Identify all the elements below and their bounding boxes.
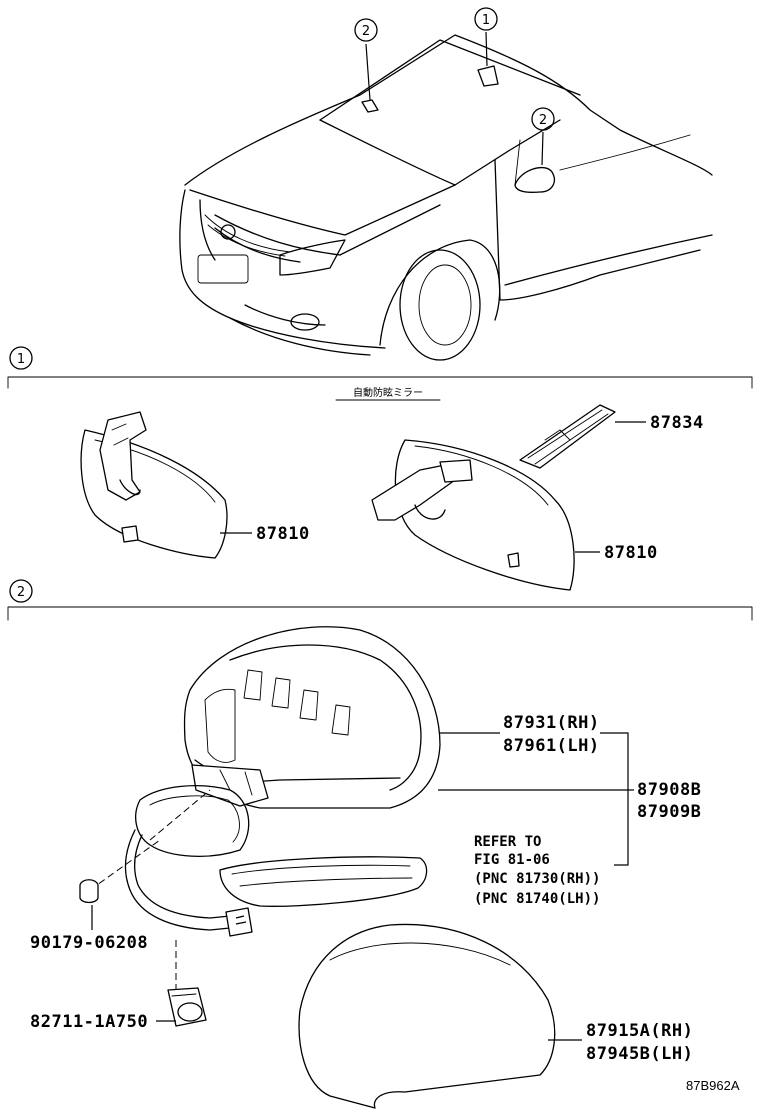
car-illustration xyxy=(179,31,713,361)
part-87931: 87931(RH) xyxy=(503,713,600,733)
part-90179: 90179-06208 xyxy=(30,933,148,953)
refer-line-3: (PNC 81730(RH)) xyxy=(474,871,600,887)
refer-line-4: (PNC 81740(LH)) xyxy=(474,891,600,907)
section-callout: 2 xyxy=(17,585,25,600)
car-callout-1: 1 xyxy=(474,7,498,31)
callout-text: 2 xyxy=(362,24,370,39)
part-87961: 87961(LH) xyxy=(503,736,600,756)
part-87810-right: 87810 xyxy=(604,543,658,563)
refer-line-2: FIG 81-06 xyxy=(474,852,550,868)
section-callout: 1 xyxy=(17,352,25,367)
part-87834: 87834 xyxy=(650,413,704,433)
callout-text: 2 xyxy=(539,113,547,128)
auto-dimming-mirror-note: 自動防眩ミラー xyxy=(353,386,423,399)
part-87945: 87945B(LH) xyxy=(586,1044,693,1064)
outer-mirror-assembly xyxy=(79,626,634,1109)
figure-code: 87B962A xyxy=(686,1078,740,1093)
part-82711: 82711-1A750 xyxy=(30,1012,148,1032)
section-2-header: 2 xyxy=(7,579,753,621)
inner-mirror-left xyxy=(80,411,252,559)
car-callout-2b: 2 xyxy=(531,107,555,131)
inner-mirror-right xyxy=(371,404,646,591)
part-87909: 87909B xyxy=(637,802,701,822)
section-1-header: 1 自動防眩ミラー xyxy=(7,346,753,401)
refer-line-1: REFER TO xyxy=(474,834,541,850)
part-87810-left: 87810 xyxy=(256,524,310,544)
callout-text: 1 xyxy=(482,13,490,28)
part-87915: 87915A(RH) xyxy=(586,1021,693,1041)
part-87908: 87908B xyxy=(637,780,701,800)
car-callout-2a: 2 xyxy=(354,18,378,42)
